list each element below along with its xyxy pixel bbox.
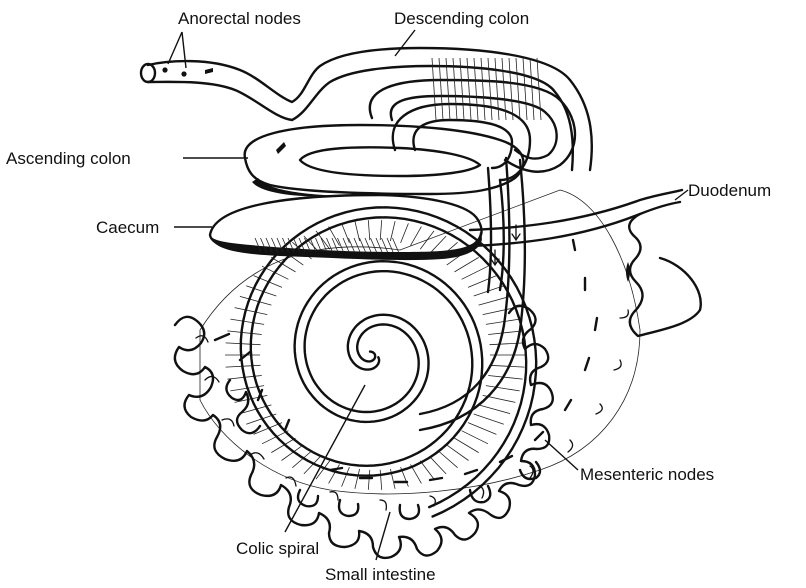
caecum-striation [332, 238, 338, 252]
mesentery-striation [226, 343, 261, 345]
colon-striation [530, 58, 534, 120]
anus-opening [141, 64, 155, 82]
caecum-striation [387, 238, 393, 252]
mesentery-striation [355, 469, 360, 489]
mesentery-striation [282, 445, 304, 461]
colon-striation [516, 58, 520, 120]
caecum-striation [393, 238, 399, 252]
mesentery-striation [490, 343, 525, 345]
mesentery-striation [488, 331, 522, 335]
ascending-colon-mark [276, 142, 286, 154]
mesentery-sheet [200, 190, 640, 494]
labels: Anorectal nodes Descending colon Ascendi… [6, 9, 771, 584]
mesentery-striation [380, 470, 382, 490]
colon-striation [509, 58, 513, 120]
mesentery-striation [342, 223, 350, 243]
mesentery-striation [368, 470, 370, 490]
mesentery-striation [455, 438, 479, 453]
mesentery-striation [342, 467, 350, 487]
mesentery-striation [447, 445, 469, 461]
caecum-striation [382, 238, 388, 252]
mesentery-striation [329, 464, 340, 483]
ascending-colon-outer [245, 125, 524, 194]
mesentery-striation [486, 386, 520, 391]
label-anorectal-nodes: Anorectal nodes [178, 9, 301, 28]
ascending-colon-shape [245, 125, 524, 196]
mesentery-striation [486, 319, 520, 324]
ascending-colon-inner [300, 147, 480, 176]
leader-anorectal-2 [182, 32, 186, 68]
mesentery-striation [420, 461, 434, 479]
mesentery-striation [235, 308, 268, 315]
duodenum-node [626, 262, 630, 282]
caecum-striation [327, 238, 333, 252]
small-intestine-lower-loops [226, 380, 540, 519]
descending-colon-shape [141, 48, 592, 430]
colon-striation [523, 58, 527, 120]
label-colic-spiral: Colic spiral [236, 539, 319, 558]
mesentery-striation [455, 257, 479, 272]
mesentery-striation [490, 365, 525, 367]
anorectal-node-2 [181, 71, 186, 76]
mesentery-striation [488, 376, 522, 380]
colon-striation [432, 58, 436, 120]
caecum-shape [210, 195, 482, 260]
descending-colon-loop-2 [393, 104, 530, 180]
caecum-striation [365, 238, 371, 252]
mesentery-striation [355, 221, 360, 241]
mesentery-striation [462, 266, 488, 279]
mesentery-striation [230, 319, 264, 324]
mesentery-striation [479, 405, 511, 414]
mesentery-striation [468, 423, 496, 435]
caecum-striation [376, 238, 382, 252]
mesentery-striation [438, 451, 457, 468]
mesentery-striation [468, 276, 496, 288]
label-caecum: Caecum [96, 218, 159, 237]
small-intestine-outer [175, 306, 553, 558]
caecum-striation [360, 238, 366, 252]
colon-striation [495, 58, 499, 120]
mesentery-striation [401, 223, 409, 243]
leader-small-intestine [376, 512, 390, 560]
label-duodenum: Duodenum [688, 181, 771, 200]
leader-descending-colon [395, 30, 415, 56]
caecum-shadow [210, 232, 482, 260]
label-ascending-colon: Ascending colon [6, 149, 131, 168]
mesentery-striation [227, 331, 261, 335]
mesentery-striation [240, 296, 272, 305]
caecum-striation [371, 238, 377, 252]
mesentery-striation [474, 414, 504, 424]
anorectal-node-3 [205, 68, 213, 74]
mesentery-striation [462, 431, 488, 444]
colon-striation [488, 58, 492, 120]
leader-anorectal-1 [168, 32, 182, 64]
mesentery-striation [368, 220, 370, 240]
label-mesenteric-nodes: Mesenteric nodes [580, 465, 714, 484]
mesentery-striation [380, 220, 382, 240]
caecum-striation [349, 238, 355, 252]
mesentery-striation [262, 431, 288, 444]
label-descending-colon: Descending colon [394, 9, 529, 28]
duodenum-loops [629, 214, 701, 336]
caecum-striation [338, 238, 344, 252]
mesentery-striation [430, 456, 447, 474]
anorectal-node-1 [162, 67, 167, 72]
ascending-colon-shadow [252, 178, 340, 196]
mesentery [200, 190, 640, 494]
mesentery-striation [420, 231, 434, 249]
label-small-intestine: Small intestine [325, 565, 436, 584]
